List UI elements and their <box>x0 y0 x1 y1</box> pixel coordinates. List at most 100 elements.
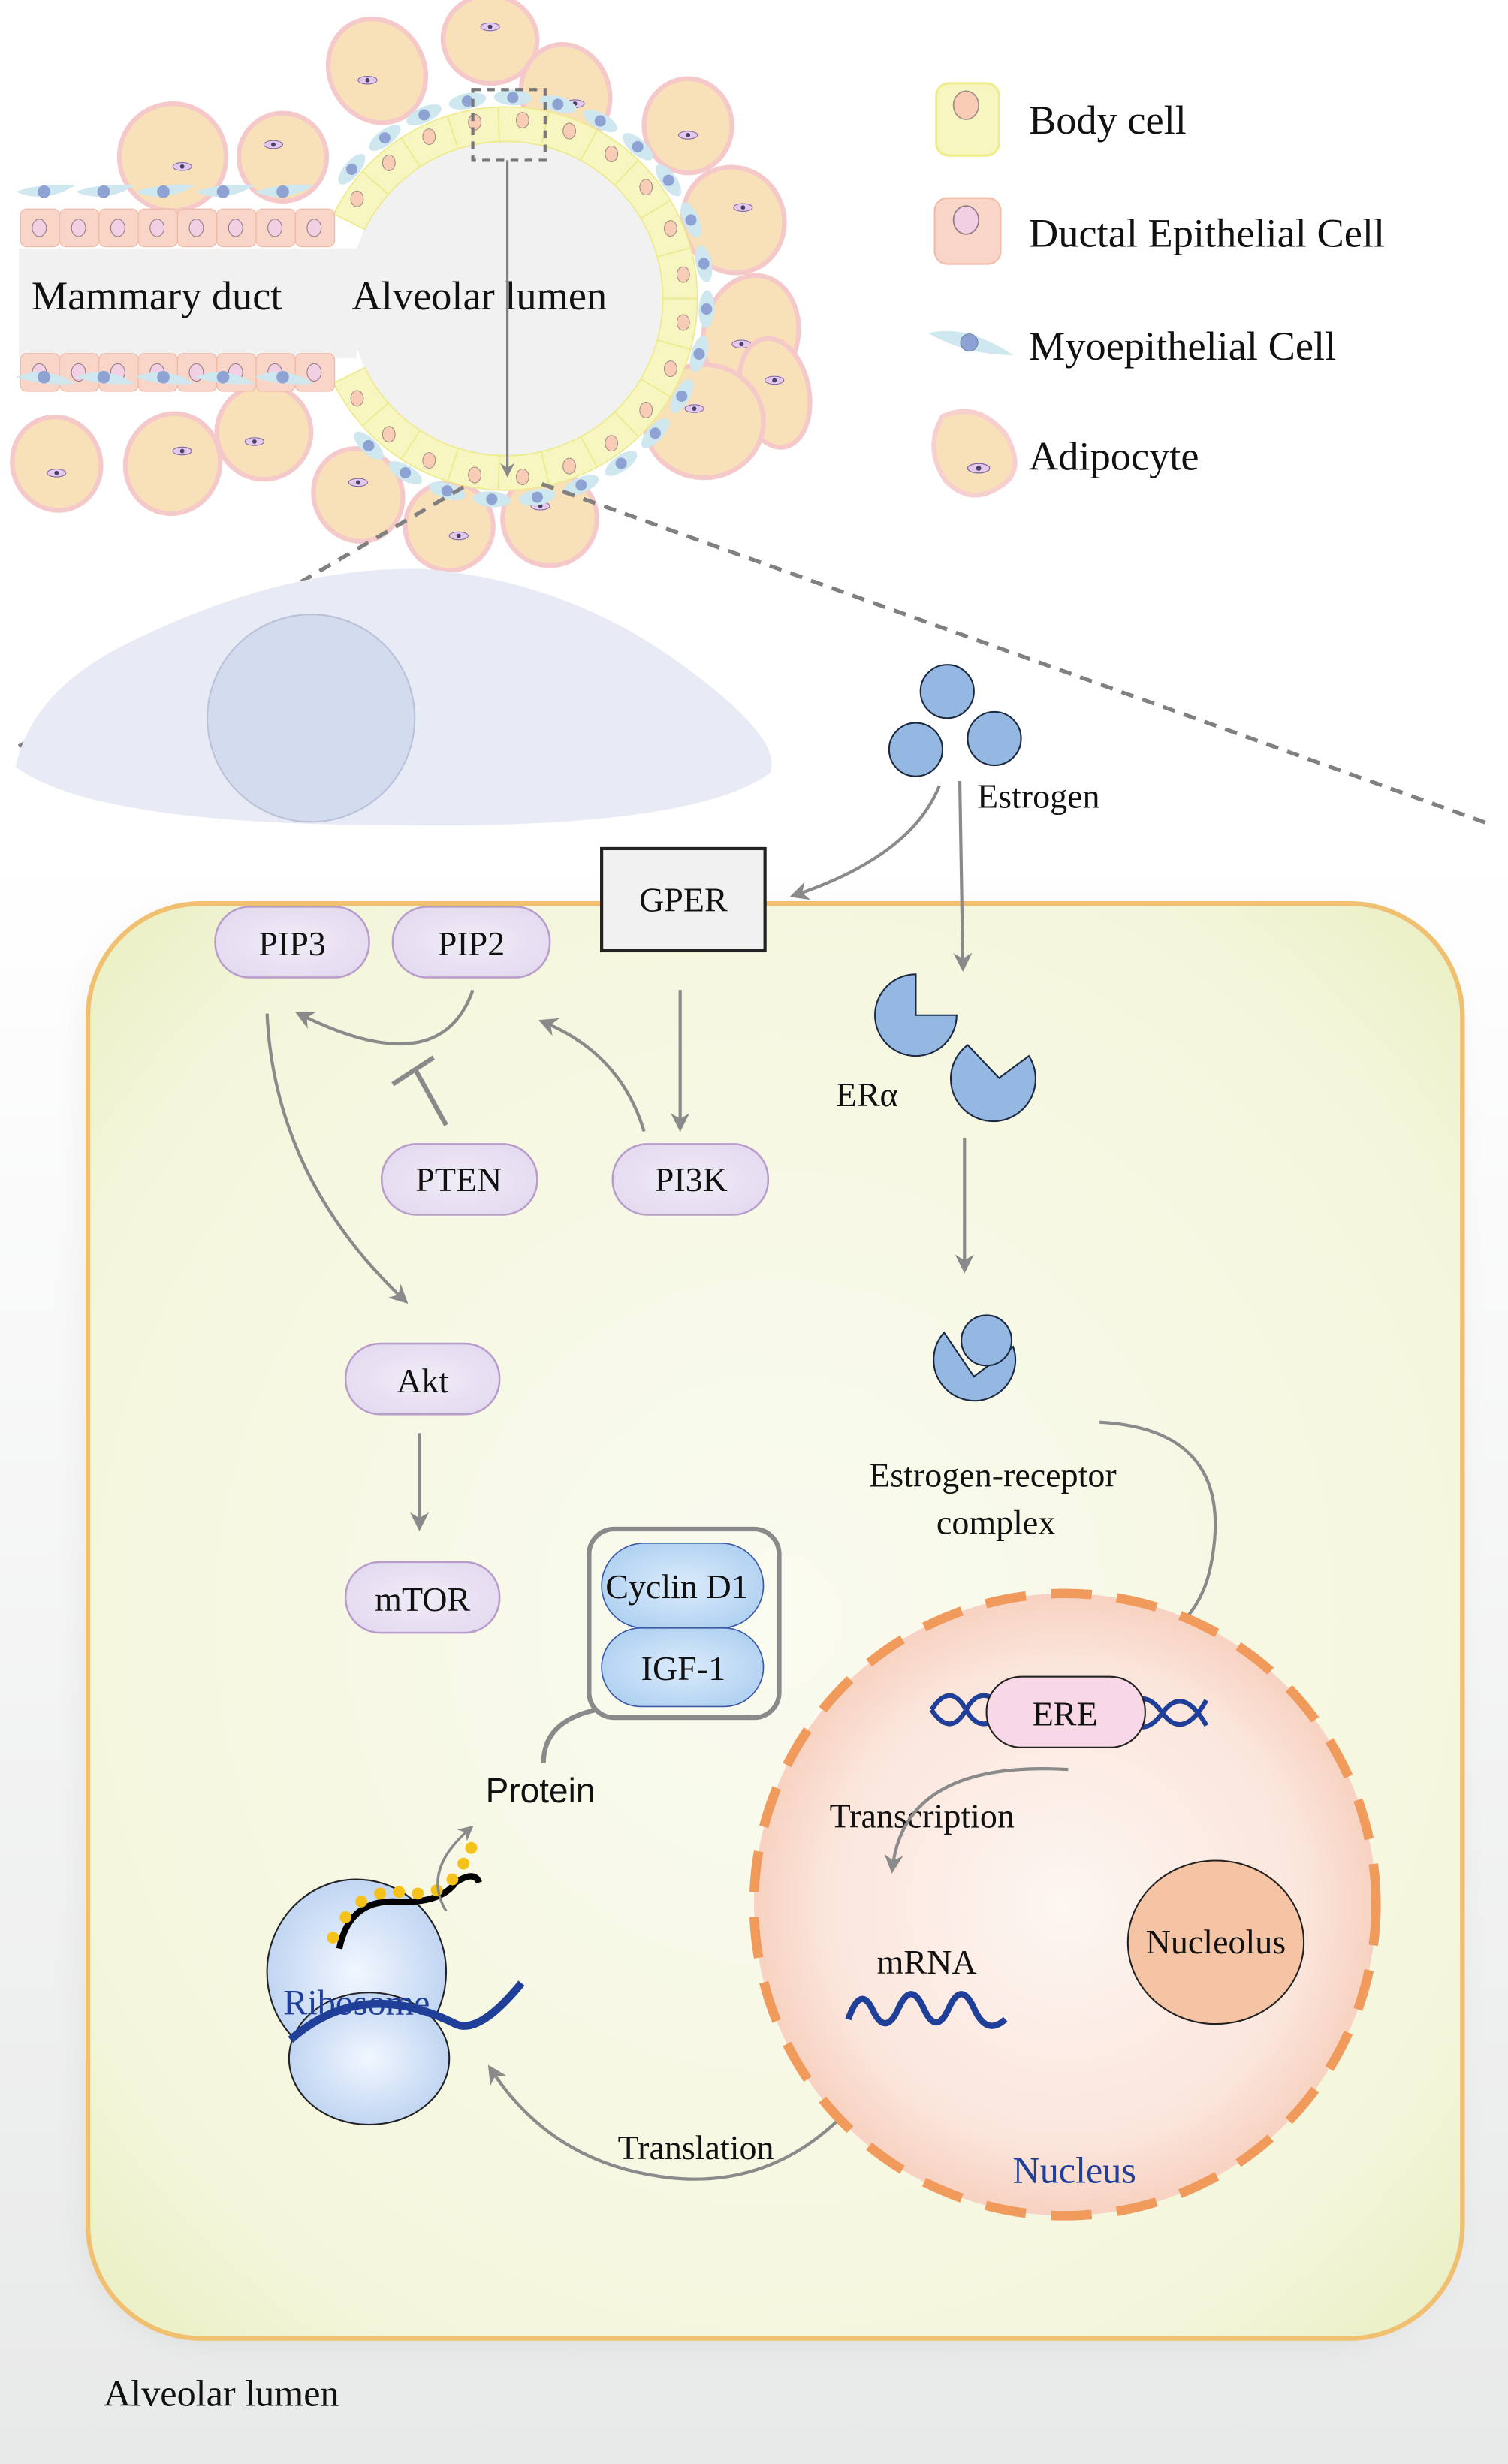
ribosome <box>266 1841 525 2126</box>
complex-label-line1: Estrogen-receptor <box>869 1455 1117 1494</box>
ere-node: ERE <box>985 1675 1146 1748</box>
ductal-epithelial-cell <box>137 208 178 248</box>
legend-label: Ductal Epithelial Cell <box>1029 211 1385 256</box>
ductal-epithelial-cell-icon <box>933 197 1002 265</box>
body-cell <box>640 339 692 398</box>
ductal-epithelial-cell <box>294 208 336 248</box>
ductal-epithelial-cell <box>176 208 218 248</box>
myoepithelial-cell <box>670 378 693 413</box>
myoepithelial-cell <box>369 125 401 151</box>
myoepithelial-cell <box>689 336 709 372</box>
translation-label: Translation <box>618 2128 774 2167</box>
body-cell <box>656 246 698 300</box>
protein-label: Protein <box>486 1771 596 1810</box>
legend-item-ductal-epithelial-cell: Ductal Epithelial Cell <box>933 197 1385 265</box>
ductal-epithelial-cell <box>255 208 296 248</box>
body-cell <box>580 411 640 469</box>
schematic-cell-outline <box>15 568 772 826</box>
body-cell-ring <box>333 106 698 491</box>
arrow-transcription <box>884 1767 1069 1874</box>
igf1-label: IGF-1 <box>641 1649 725 1687</box>
legend-item-myoepithelial-cell: Myoepithelial Cell <box>928 324 1336 369</box>
ductal-epithelial-cell <box>294 353 336 392</box>
amino-acid-bead <box>327 1932 339 1944</box>
myoepithelial-cell <box>656 164 682 197</box>
pi3k-label: PI3K <box>655 1160 728 1199</box>
pip3-label: PIP3 <box>258 924 325 963</box>
body-cell <box>656 297 698 351</box>
ductal-epithelial-cell <box>20 208 61 248</box>
bottom-alveolar-lumen-label: Alveolar lumen <box>104 2372 339 2414</box>
myoepithelial-cell <box>406 104 442 125</box>
myoepithelial-cell <box>448 92 487 110</box>
amino-acid-bead <box>393 1886 406 1899</box>
arrow-estrogen-to-er-alpha <box>953 780 973 972</box>
nucleolus-label: Nucleolus <box>1146 1923 1286 1961</box>
alveolar-lumen-area <box>348 141 663 456</box>
myoepithelial-cell <box>15 370 76 385</box>
zoom-line-right <box>541 482 1493 828</box>
adipocyte <box>641 362 766 481</box>
body-cell <box>400 429 460 482</box>
mammary-duct-label: Mammary duct <box>32 273 282 318</box>
myoepithelial-cell <box>75 184 135 198</box>
myoepithelial-cell <box>698 290 715 328</box>
myoepithelial-cell <box>354 431 384 460</box>
ductal-epithelial-cell <box>176 353 218 392</box>
nucleolus: Nucleolus <box>1126 1859 1305 2025</box>
myoepithelial-cell <box>254 370 315 385</box>
igf1-node <box>601 1627 765 1708</box>
amino-acid-bead <box>446 1873 459 1886</box>
arrow-pip2-to-pip3 <box>294 989 475 1046</box>
duct-lumen <box>19 248 357 359</box>
legend-item-adipocyte: Adipocyte <box>931 409 1199 498</box>
legend: Body cell Ductal Epithelial Cell Myoepit… <box>928 82 1385 498</box>
adipocyte <box>236 110 330 204</box>
body-cell <box>400 115 460 168</box>
myoepithelial-cell <box>134 370 195 385</box>
target-proteins-box: Cyclin D1 IGF-1 <box>587 1526 782 1721</box>
zoom-selection-box <box>471 88 547 162</box>
myoepithelial-cell <box>563 475 599 496</box>
pip2-label: PIP2 <box>438 924 505 963</box>
ductal-epithelial-cell <box>98 208 139 248</box>
nucleus-label: Nucleus <box>1012 2149 1136 2191</box>
myoepithelial-cell <box>695 245 713 282</box>
estrogen-molecules <box>888 664 1022 777</box>
mrna-label: mRNA <box>877 1943 977 1981</box>
myoepithelial-cell <box>605 451 638 476</box>
legend-label: Adipocyte <box>1029 434 1199 479</box>
myoepithelial-cell <box>429 481 466 501</box>
myoepithelial-cell <box>195 370 255 385</box>
adipocyte <box>440 0 540 86</box>
pip2-node: PIP2 <box>391 906 551 979</box>
myoepithelial-cell <box>623 133 653 161</box>
gper-receptor: GPER <box>600 846 767 953</box>
legend-label: Body cell <box>1029 98 1187 143</box>
adipocyte <box>214 382 314 482</box>
pi3k-node: PI3K <box>611 1143 770 1216</box>
nucleus <box>749 1588 1381 2221</box>
legend-label: Myoepithelial Cell <box>1029 324 1336 369</box>
adipocyte <box>122 411 223 517</box>
pten-node: PTEN <box>381 1143 538 1216</box>
myoepithelial-cell <box>75 370 135 385</box>
ductal-epithelial-cell <box>216 208 257 248</box>
link-protein-to-box <box>541 1707 598 1763</box>
adipocyte <box>641 76 734 176</box>
estrogen-receptor-complex <box>933 1314 1017 1402</box>
estrogen-label: Estrogen <box>977 777 1100 816</box>
myoepithelial-cell <box>539 95 577 113</box>
amino-acid-bead <box>374 1887 387 1900</box>
arrow-estrogen-to-gper <box>789 785 941 900</box>
akt-label: Akt <box>397 1362 448 1400</box>
myoepithelial-cell <box>518 489 556 506</box>
myoepithelial-cell <box>583 110 617 133</box>
polypeptide-chain <box>336 1873 482 1950</box>
myoepithelial-layer <box>15 89 715 508</box>
myoepithelial-cell-icon <box>928 330 1014 355</box>
arrow-pip3-to-akt <box>265 1013 409 1304</box>
alveolar-lumen-label: Alveolar lumen <box>352 273 608 318</box>
myoepithelial-cell <box>641 418 669 448</box>
ribosome-label: Ribosome <box>283 1983 430 2023</box>
